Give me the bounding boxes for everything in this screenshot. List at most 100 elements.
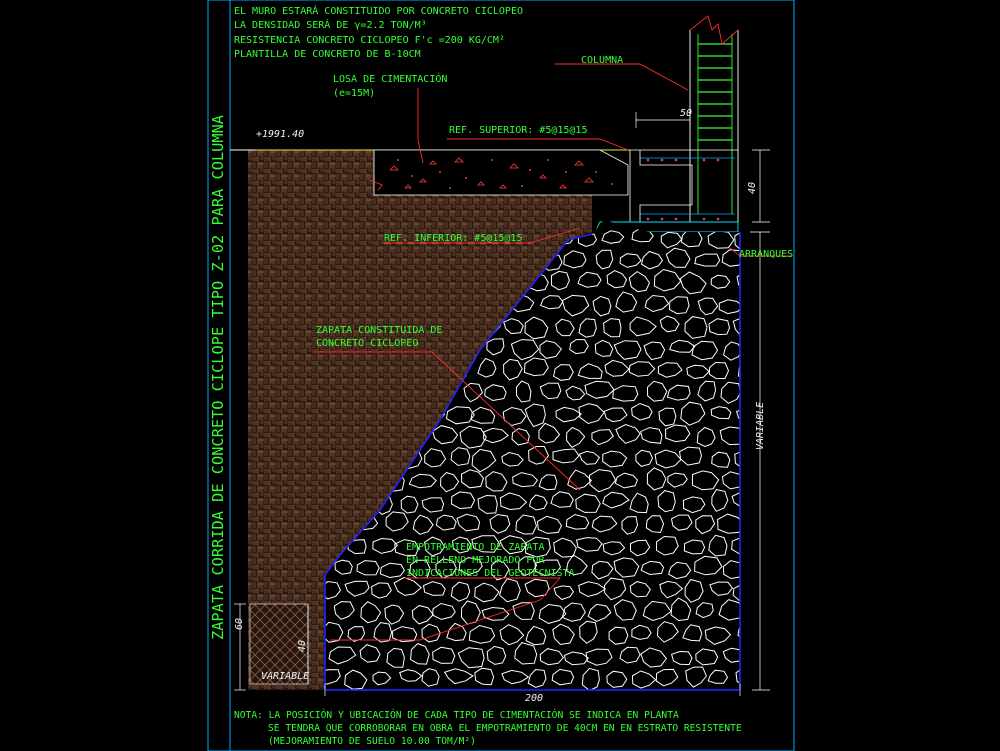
stone [619,646,641,664]
stone [695,648,719,666]
stone [578,318,597,338]
sheet-frame [207,0,795,751]
stone [686,364,710,380]
stone [722,560,740,580]
stone [452,536,472,554]
stone [432,646,456,664]
stone [481,606,510,621]
stone [499,578,521,603]
stone [503,318,524,335]
stone [431,602,456,620]
stone [707,669,729,684]
stone [630,539,651,557]
stone [511,427,530,446]
stone [606,670,628,688]
stone [694,253,721,267]
stone [563,250,587,269]
stone [631,624,652,640]
stone [581,667,600,690]
top-notes: EL MURO ESTARÁ CONSTITUIDO POR CONCRETO … [234,4,523,60]
stone [489,513,511,534]
stone [659,580,684,599]
stone [631,402,653,421]
stone [539,340,563,359]
stone [457,647,485,669]
stone [606,270,628,289]
stone [528,494,548,511]
stone [538,474,558,491]
stone [325,580,342,600]
label-zapata-2: CONCRETO CICLOPEO [316,338,418,349]
bottom-notes: NOTA: LA POSICIÓN Y UBICACIÓN DE CADA TI… [234,708,742,747]
stone [499,492,528,511]
stone [678,446,703,466]
stone [525,536,551,558]
stone [443,668,474,685]
stone [456,513,481,532]
stone [408,473,437,489]
stone [566,426,586,448]
stone [515,380,532,403]
stone [704,626,732,645]
stone [722,341,740,361]
stone [653,268,682,292]
stone [527,668,547,688]
stone [555,406,583,423]
stone [551,668,575,686]
stone [592,295,612,317]
stone [731,491,740,508]
stone [386,647,405,668]
stone [643,341,666,361]
stone [695,515,716,535]
stone [553,364,574,381]
stone [392,626,418,643]
stone [718,599,740,621]
stone [579,620,598,644]
stone [471,535,501,553]
stone [569,339,589,355]
stone [608,626,629,645]
stone [640,427,663,444]
label-elevation: +1991.40 [256,129,304,140]
stone [619,253,642,268]
stone [613,599,637,621]
stone [734,230,740,253]
stone [539,295,564,310]
stone [656,621,679,643]
stone [732,583,740,603]
stone [577,271,602,288]
stone [359,644,381,663]
stone [577,363,603,379]
stone [731,536,740,556]
stone [379,562,405,579]
stone [657,362,683,378]
stone [578,403,605,425]
stone [399,669,423,682]
stone [679,271,707,295]
stone [578,233,597,248]
stone [474,582,500,603]
stone [524,403,546,428]
stone [602,541,626,556]
slab-dots [397,159,613,189]
stone [735,666,740,687]
stone [424,448,447,468]
stone [486,338,505,356]
label-ref-inferior: REF. INFERIOR: #5@15@15 [384,233,522,244]
stone [668,296,690,315]
stone [684,316,708,339]
stone [682,496,706,514]
label-empotramiento-1: EMPOTRAMIENTO DE ZAPATA [406,542,544,553]
stone [717,513,740,534]
stone [424,536,446,557]
stone [514,642,538,665]
stone [555,318,575,337]
stone [697,297,719,316]
stone [655,668,679,687]
stone [667,561,692,580]
stone [483,427,509,444]
stone [718,299,740,315]
stone [432,425,459,445]
stone [708,361,730,380]
